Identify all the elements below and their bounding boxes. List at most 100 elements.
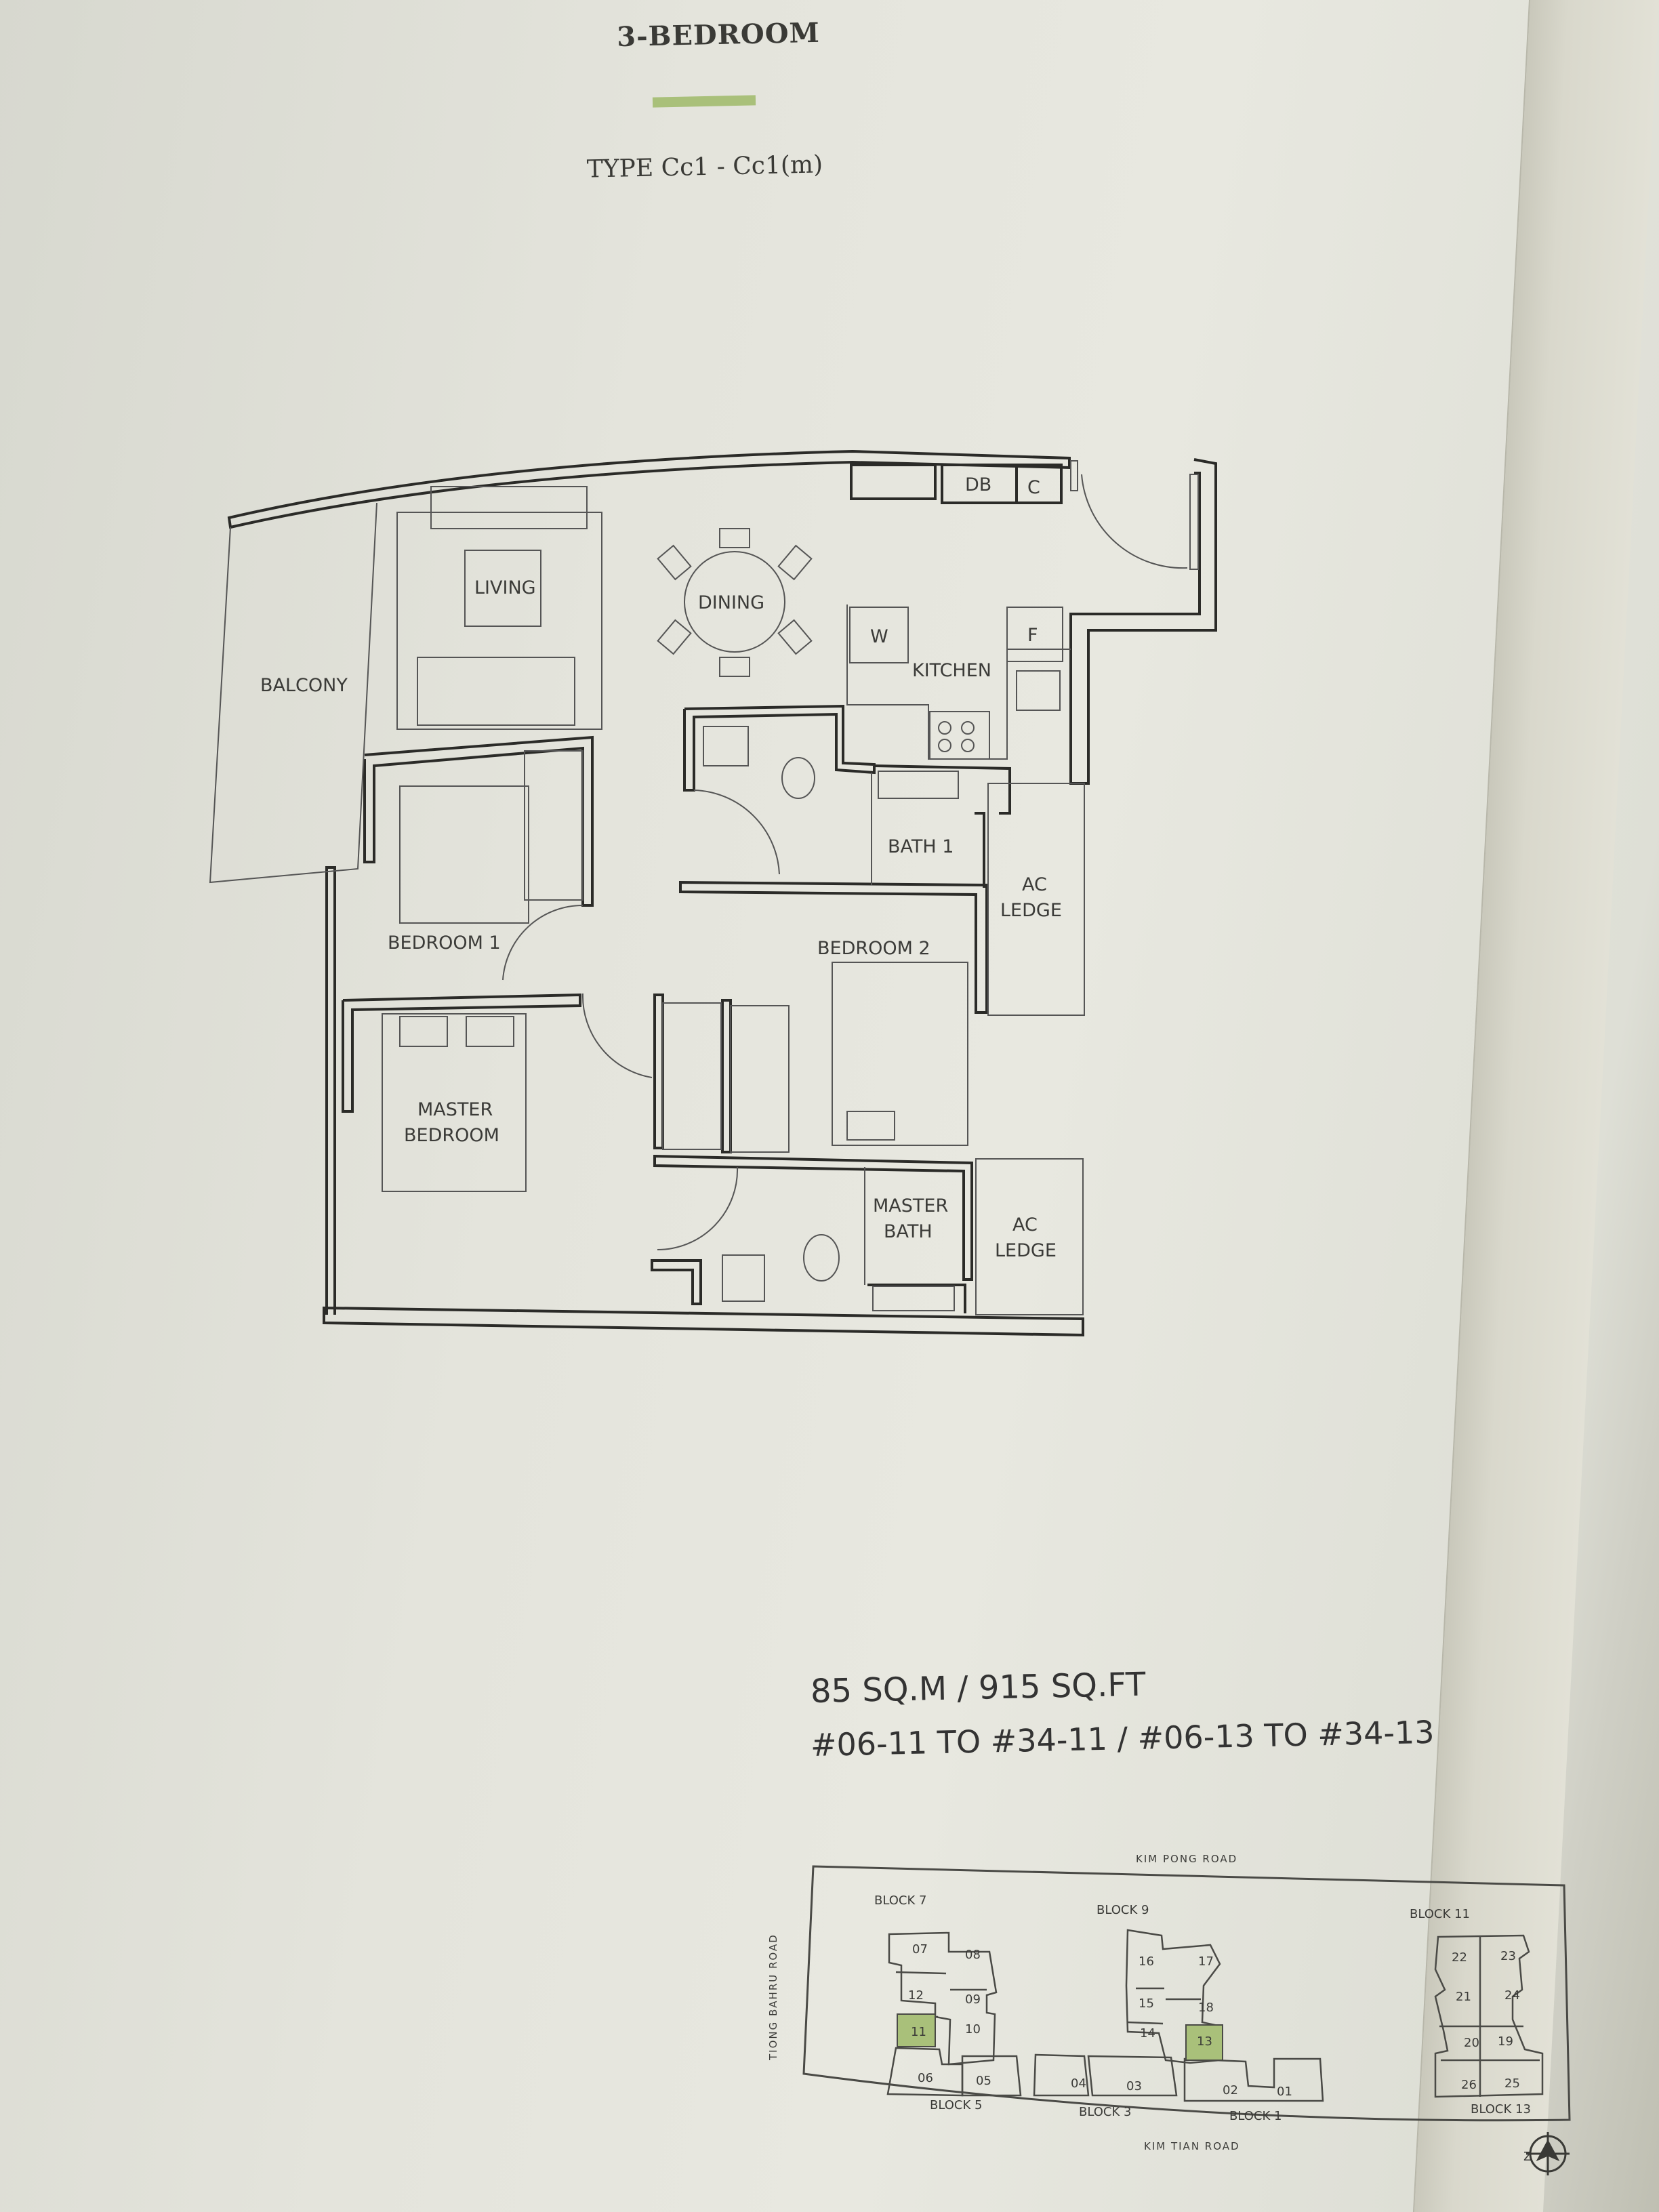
wall-master-bath [653,1154,973,1281]
north-label: Z [1523,2150,1532,2164]
bath1-basin [703,726,749,766]
master-bath-basin [722,1254,765,1302]
db-cabinet [941,464,1063,504]
block5-label: BLOCK 5 [930,2098,982,2112]
unit-22: 22 [1452,1950,1467,1965]
living-sofa [417,657,575,726]
highlight-unit-13 [1185,2024,1223,2061]
label-dining: DINING [698,592,764,613]
living-tv-console [430,486,588,529]
kitchen-sink [1016,670,1061,711]
label-master-bath: MASTER [873,1195,948,1216]
unit-15: 15 [1139,1996,1154,2011]
living-table [464,550,541,627]
unit-11: 11 [911,2025,926,2039]
wall-bedroom2-top [679,880,988,1014]
master-bath-shower [872,1286,955,1311]
unit-02: 02 [1223,2083,1238,2097]
label-c: C [1027,477,1040,498]
block3-label: BLOCK 3 [1079,2105,1131,2119]
road-bottom-label: KIM TIAN ROAD [1144,2140,1240,2152]
label-washer: W [870,626,888,647]
unit-01: 01 [1277,2085,1292,2099]
exterior-wall-top [227,449,1071,529]
wall-master-bedroom [342,993,581,1113]
unit-19: 19 [1498,2034,1513,2049]
label-ac-ledge-2: AC [1012,1214,1038,1235]
entry-door-swing [1081,474,1188,569]
fridge [1006,607,1063,662]
bath1-toilet [781,757,815,799]
unit-06: 06 [918,2071,933,2085]
wall-master-bath-bottom [651,1259,702,1305]
label-kitchen: KITCHEN [912,660,991,681]
label-bath1: BATH 1 [888,836,954,857]
highlight-unit-11 [897,2013,936,2047]
label-living: LIVING [474,577,536,598]
ac-ledge-1 [987,783,1085,1016]
block13-label: BLOCK 13 [1471,2102,1531,2116]
unit-23: 23 [1500,1949,1516,1963]
label-master-bedroom-b: BEDROOM [404,1125,499,1146]
unit-12: 12 [908,1988,924,2003]
label-ac-ledge-2b: LEDGE [995,1240,1057,1261]
unit-04: 04 [1071,2076,1086,2091]
bedroom1-wardrobe [524,750,583,901]
block1-label: BLOCK 1 [1229,2109,1282,2123]
unit-05: 05 [976,2074,991,2088]
exterior-wall-bottom [323,1306,1084,1337]
shaft-top [850,464,937,500]
label-ac-ledge-1: AC [1022,874,1047,895]
master-bed [382,1013,527,1192]
wall-bath1-right [874,764,1011,815]
unit-10: 10 [965,2022,981,2036]
unit-13: 13 [1197,2034,1212,2049]
wall-bath1-side [975,812,985,888]
block11-outline [1434,1934,1544,2098]
site-boundary [802,1865,1571,2122]
block7-label: BLOCK 7 [874,1893,926,1908]
unit-09: 09 [965,1992,981,2007]
washer [849,607,909,663]
balcony-outline [209,502,377,884]
kitchen-hob [929,711,990,760]
bedroom1-bed [399,785,529,924]
block9-label: BLOCK 9 [1097,1903,1149,1917]
unit-25: 25 [1504,2076,1520,2091]
master-bath-toilet [803,1234,840,1282]
label-ac-ledge-1b: LEDGE [1000,900,1062,921]
exterior-wall-left [325,866,336,1315]
block7-outline [888,1931,998,2066]
wall-bedroom1 [363,735,594,907]
label-master-bath-b: BATH [884,1221,933,1242]
block11-label: BLOCK 11 [1410,1907,1470,1921]
road-left-label: TIONG BAHRU ROAD [767,1933,779,2061]
label-master-bedroom: MASTER [417,1099,493,1120]
bath1-shower [878,771,959,799]
unit-03: 03 [1126,2079,1142,2093]
unit-26: 26 [1461,2078,1477,2092]
label-balcony: BALCONY [260,675,348,696]
unit-16: 16 [1139,1954,1154,1969]
label-bedroom1: BEDROOM 1 [388,933,501,954]
wall-master-bath-right [867,1284,966,1313]
unit-17: 17 [1198,1954,1214,1969]
unit-14: 14 [1140,2026,1155,2041]
unit-08: 08 [965,1948,981,1962]
unit-07: 07 [912,1942,928,1957]
label-bedroom2: BEDROOM 2 [817,938,930,959]
road-top-label: KIM PONG ROAD [1136,1853,1237,1865]
label-fridge: F [1027,625,1038,646]
ac-ledge-2 [975,1158,1084,1315]
dining-table [684,551,785,653]
label-db: DB [965,474,991,495]
unit-20: 20 [1464,2036,1479,2050]
wall-bath1 [683,704,876,792]
unit-21: 21 [1456,1990,1471,2004]
unit-18: 18 [1198,2001,1214,2015]
north-arrow-icon [1526,2132,1570,2175]
unit-24: 24 [1504,1988,1520,2003]
